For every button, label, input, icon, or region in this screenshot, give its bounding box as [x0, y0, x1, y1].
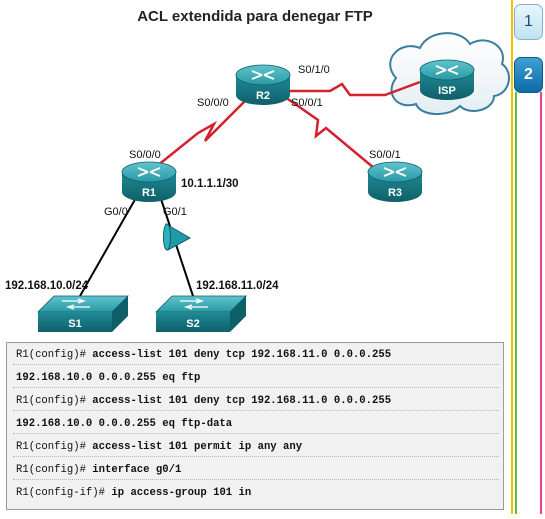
device-label-r2: R2	[256, 90, 270, 102]
interface-label-r1-g01: G0/1	[163, 206, 187, 218]
console-line: R1(config)# interface g0/1	[16, 464, 181, 476]
device-label-r3: R3	[388, 187, 402, 199]
ethernet-link-r1-s1	[79, 195, 138, 297]
console-separator	[13, 456, 499, 457]
console-command: access-list 101 deny tcp 192.168.11.0 0.…	[85, 395, 392, 407]
switch-s1-icon	[37, 295, 129, 332]
network-label-lan2: 192.168.11.0/24	[196, 280, 279, 292]
serial-link-r2-isp	[283, 80, 421, 97]
console-prompt: R1(config-if)#	[16, 487, 106, 499]
router-isp-icon	[419, 59, 475, 100]
console-command: 192.168.10.0 0.0.0.255 eq ftp-data	[16, 418, 233, 430]
ethernet-link-r1-s2	[159, 195, 194, 297]
interface-label-r3-s001: S0/0/1	[369, 149, 401, 161]
acl-inbound-marker-icon	[163, 223, 192, 251]
switch-s2-icon	[155, 295, 247, 332]
console-command: 192.168.10.0 0.0.0.255 eq ftp	[16, 372, 201, 384]
console-separator	[13, 410, 499, 411]
console-prompt: R1(config)#	[16, 441, 86, 453]
tab-2[interactable]: 2	[514, 57, 543, 93]
interface-label-r2-s001: S0/0/1	[291, 97, 323, 109]
router-r3-icon	[367, 161, 423, 202]
tab-1[interactable]: 1	[514, 4, 543, 40]
console-command: interface g0/1	[85, 464, 182, 476]
serial-link-r1-r2	[156, 99, 247, 167]
device-label-isp: ISP	[438, 85, 456, 97]
console-separator	[13, 479, 499, 480]
interface-label-r2-s010: S0/1/0	[298, 64, 330, 76]
console-line: R1(config-if)# ip access-group 101 in	[16, 487, 251, 499]
interface-label-r2-s000: S0/0/0	[197, 97, 229, 109]
console-separator	[13, 387, 499, 388]
console-prompt: R1(config)#	[16, 349, 86, 361]
console-separator	[13, 364, 499, 365]
interface-label-r1-s000: S0/0/0	[129, 149, 161, 161]
console-line: 192.168.10.0 0.0.0.255 eq ftp	[16, 372, 200, 384]
device-label-s2: S2	[186, 318, 199, 330]
router-r2-icon	[235, 64, 291, 105]
console-line: R1(config)# access-list 101 permit ip an…	[16, 441, 302, 453]
console-line: 192.168.10.0 0.0.0.255 eq ftp-data	[16, 418, 232, 430]
serial-link-r2-r3	[284, 95, 381, 174]
device-label-s1: S1	[68, 318, 81, 330]
device-label-r1: R1	[142, 187, 156, 199]
config-console: R1(config)# access-list 101 deny tcp 192…	[6, 342, 504, 510]
console-prompt: R1(config)#	[16, 395, 86, 407]
router-r1-icon	[121, 161, 177, 202]
console-command: access-list 101 permit ip any any	[85, 441, 303, 453]
console-prompt: R1(config)#	[16, 464, 86, 476]
console-line: R1(config)# access-list 101 deny tcp 192…	[16, 395, 391, 407]
network-label-r1-ip: 10.1.1.1/30	[181, 178, 239, 190]
console-line: R1(config)# access-list 101 deny tcp 192…	[16, 349, 391, 361]
console-command: ip access-group 101 in	[105, 487, 252, 499]
diagram-title: ACL extendida para denegar FTP	[137, 8, 373, 25]
network-label-lan1: 192.168.10.0/24	[5, 280, 89, 292]
console-command: access-list 101 deny tcp 192.168.11.0 0.…	[85, 349, 392, 361]
interface-label-r1-g00: G0/0	[104, 206, 128, 218]
console-separator	[13, 433, 499, 434]
